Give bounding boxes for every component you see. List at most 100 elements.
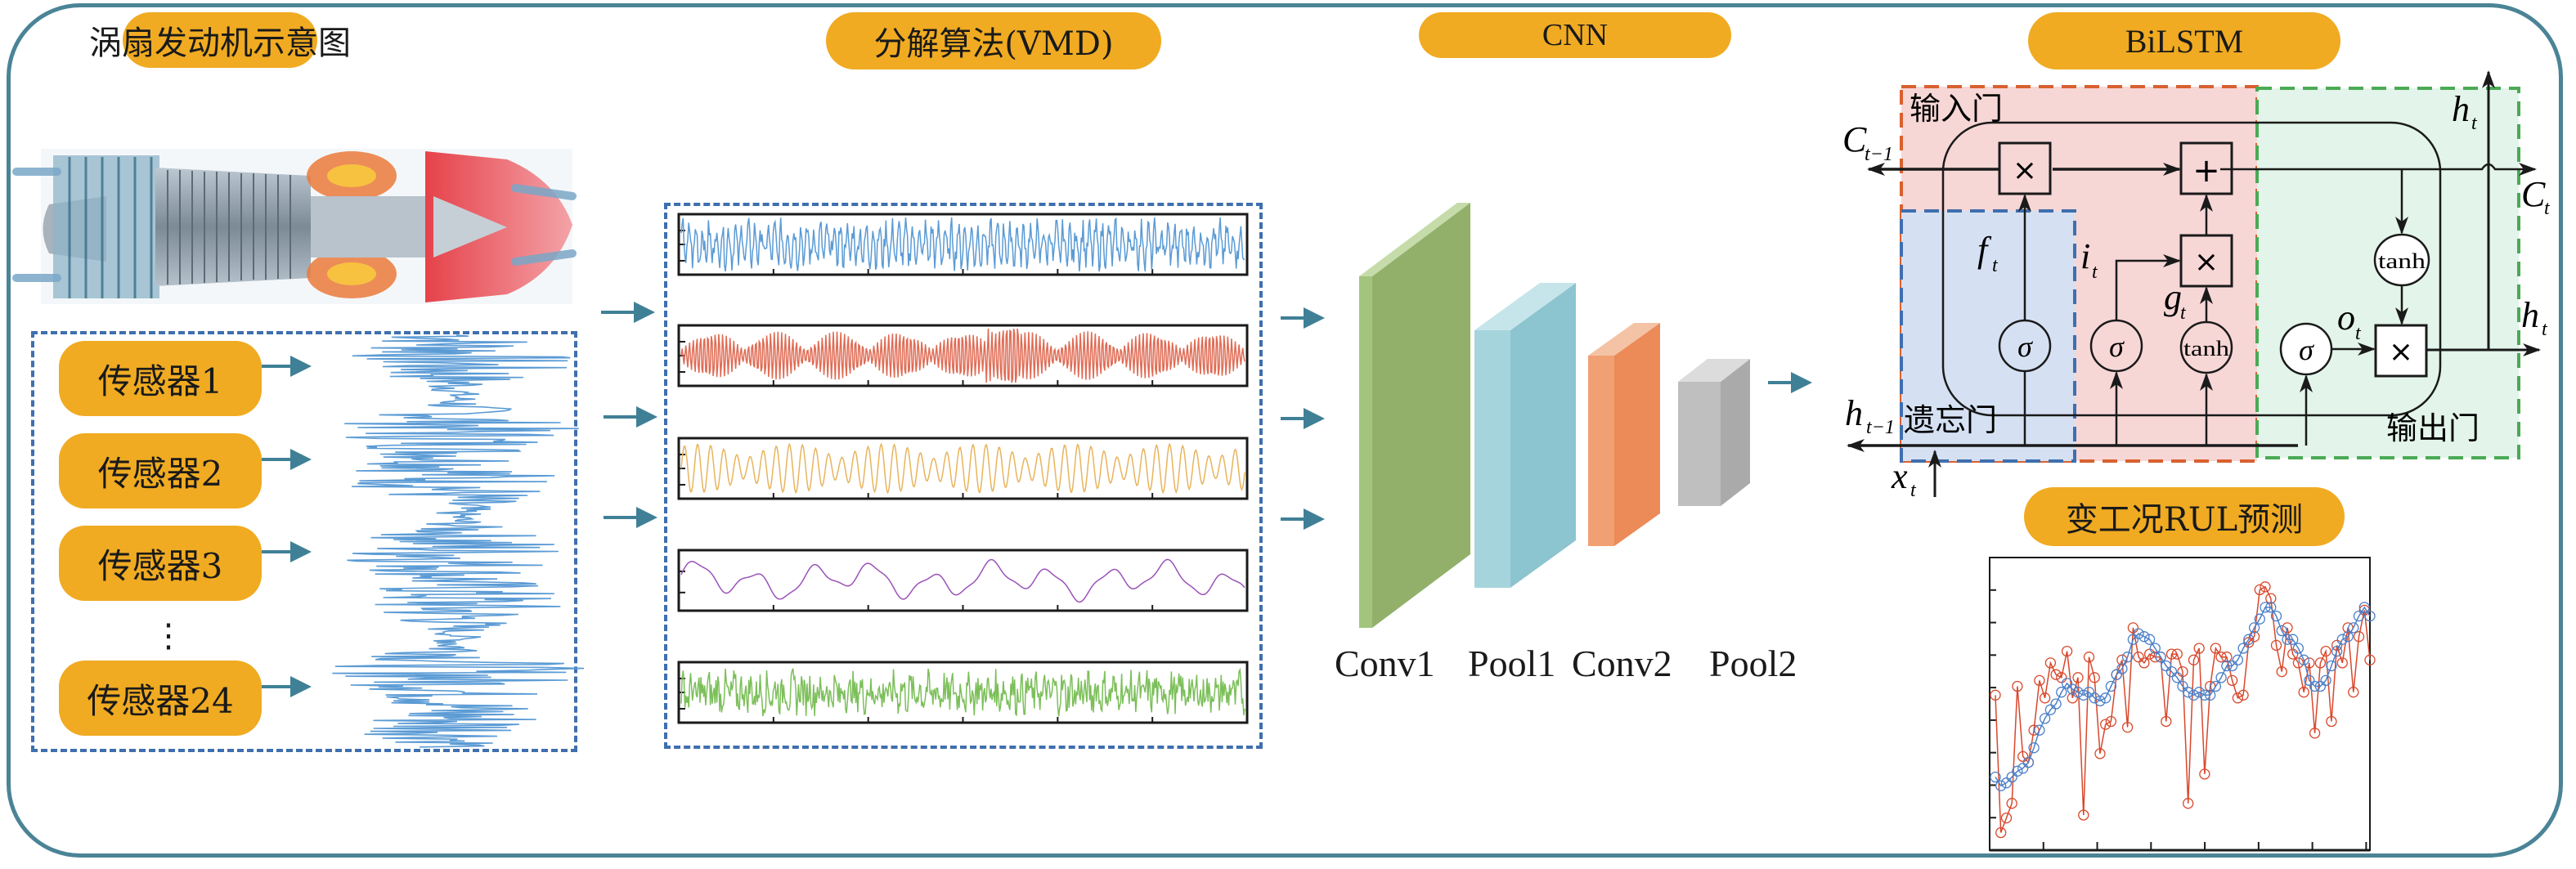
h-prev-symbol: h	[1845, 393, 1863, 433]
pool2-label: Pool2	[1709, 643, 1797, 684]
conv1-label: Conv1	[1335, 643, 1435, 684]
forget-gate-region	[1900, 209, 2076, 463]
cnn-block-front	[1678, 382, 1721, 506]
conv2-label: Conv2	[1572, 643, 1672, 684]
data-point-predicted	[2314, 680, 2327, 692]
data-point-predicted	[2012, 765, 2023, 777]
data-point-predicted	[2022, 756, 2035, 768]
x-t-subscript: t	[1910, 480, 1917, 501]
data-point-actual	[2072, 672, 2084, 683]
cnn-block-front	[1588, 356, 1614, 546]
data-point-actual	[2287, 648, 2299, 660]
cnn-section-title: CNN	[1419, 12, 1731, 58]
input-tanh-symbol: tanh	[2183, 337, 2229, 361]
cnn-block-front	[1474, 330, 1510, 588]
sensor-2-label: 传感器2	[59, 433, 262, 508]
data-point-actual	[2248, 631, 2260, 643]
data-point-actual	[2314, 657, 2327, 669]
i-t-symbol: i	[2080, 236, 2090, 276]
it-to-mul-line	[2115, 254, 2181, 320]
data-point-predicted	[2000, 777, 2013, 789]
data-point-actual	[2298, 687, 2309, 698]
data-point-actual	[2165, 648, 2178, 660]
data-point-actual	[1990, 689, 2001, 701]
data-point-actual	[2292, 657, 2304, 669]
data-point-actual	[2336, 657, 2348, 669]
h-t-right-subscript: t	[2542, 319, 2548, 340]
cnn-block-side	[1721, 359, 1750, 506]
data-point-actual	[2000, 812, 2013, 824]
sensor-2-arrow	[262, 449, 312, 470]
data-point-predicted	[2226, 660, 2238, 672]
vmd-mode-plot-4	[677, 549, 1249, 612]
data-point-predicted	[2056, 687, 2067, 698]
data-point-predicted	[2298, 654, 2309, 665]
data-point-actual	[2116, 654, 2128, 665]
data-point-actual	[2270, 639, 2282, 652]
engine-to-vmd-arrow	[601, 302, 655, 323]
i-t-subscript: t	[2092, 262, 2098, 283]
vmd-mode-plot-2	[677, 324, 1249, 387]
data-point-actual	[2243, 637, 2255, 648]
data-point-predicted	[2193, 687, 2205, 698]
data-point-actual	[2221, 652, 2233, 663]
data-point-predicted	[2270, 610, 2282, 622]
output-multiply-box	[2374, 324, 2428, 378]
cnn-layer-pool1	[1474, 283, 1576, 588]
lstm-cell-boundary	[1941, 121, 2442, 417]
data-point-actual	[2121, 721, 2134, 733]
data-point-predicted	[2078, 689, 2089, 701]
data-point-actual	[2100, 719, 2112, 730]
output-gate-label: 输出门	[2386, 410, 2480, 446]
cnn-block-top	[1359, 203, 1470, 276]
cnn-block-side	[1614, 323, 1660, 546]
data-point-predicted	[2348, 622, 2359, 634]
data-point-predicted	[2215, 672, 2227, 683]
o-t-symbol: o	[2337, 298, 2355, 338]
sensor-3-arrow	[262, 541, 312, 562]
data-point-actual	[2034, 674, 2045, 687]
data-point-predicted	[2309, 680, 2321, 692]
data-point-actual	[2094, 748, 2106, 759]
forget-sigma-symbol: σ	[2017, 330, 2033, 363]
data-point-predicted	[2067, 683, 2078, 695]
data-point-actual	[2226, 674, 2238, 687]
chart-axes-frame	[1989, 557, 2371, 851]
data-point-actual	[2061, 645, 2073, 657]
data-point-predicted	[2248, 622, 2260, 634]
data-point-actual	[2044, 657, 2057, 669]
data-point-actual	[2282, 622, 2293, 634]
vmd-mode-plot-3	[677, 437, 1249, 500]
data-point-predicted	[2265, 602, 2277, 613]
data-point-predicted	[2100, 692, 2112, 704]
sensor-signals-box	[31, 331, 577, 752]
h-t-top-subscript: t	[2471, 113, 2478, 134]
g-t-symbol: g	[2164, 277, 2182, 317]
data-point-actual	[2028, 724, 2040, 736]
data-point-actual	[2210, 643, 2222, 654]
sensor-3-label: 传感器3	[59, 526, 262, 601]
data-point-actual	[2232, 692, 2244, 704]
data-point-predicted	[2017, 763, 2029, 774]
jet-engine-icon	[12, 149, 577, 304]
h-t-top-symbol: h	[2452, 89, 2470, 129]
data-point-actual	[2177, 665, 2188, 678]
h-t-right-symbol: h	[2521, 295, 2539, 335]
cnn-layer-pool2	[1678, 359, 1750, 506]
data-point-predicted	[2232, 654, 2244, 665]
data-point-predicted	[2199, 689, 2210, 701]
sensor-1-arrow	[262, 356, 312, 377]
vmd-mode-plot-1	[677, 213, 1249, 276]
data-point-predicted	[2336, 634, 2348, 645]
data-point-predicted	[2210, 680, 2222, 692]
data-point-actual	[2056, 672, 2067, 683]
data-point-predicted	[2243, 634, 2255, 645]
data-point-actual	[2127, 622, 2139, 634]
vmd-to-cnn-arrow-3	[1281, 508, 1325, 530]
data-point-predicted	[2183, 687, 2194, 698]
data-point-predicted	[2061, 678, 2073, 689]
input-mul-symbol: ×	[2194, 245, 2219, 279]
data-point-predicted	[2039, 713, 2051, 724]
data-point-actual	[2364, 654, 2376, 665]
